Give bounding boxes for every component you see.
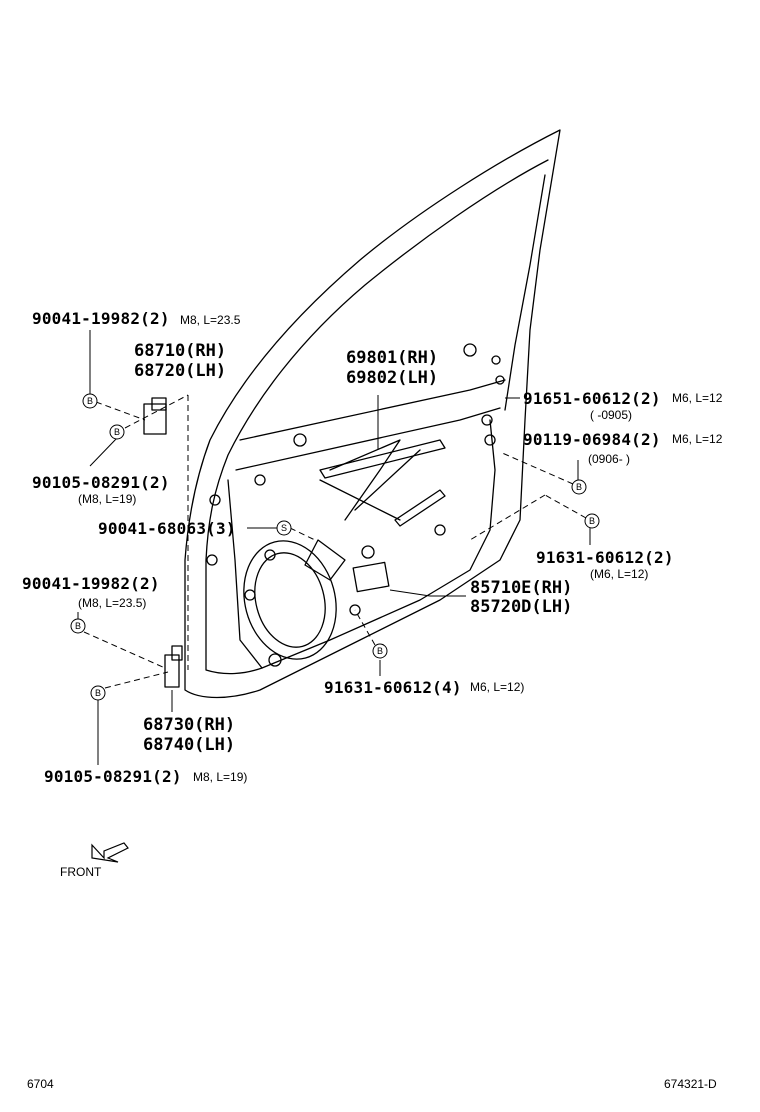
- part-spec-label: (M6, L=12): [590, 567, 649, 581]
- bolt-marker: [584, 513, 600, 529]
- marker-letter: B: [114, 427, 120, 437]
- part-range-label: ( -0905): [590, 408, 633, 422]
- part-number-label: 90105-08291(2): [32, 473, 170, 492]
- part-number-label: 68720(LH): [134, 361, 227, 381]
- marker-letter: S: [281, 523, 287, 533]
- part-number-label: 90041-19982(2): [22, 574, 160, 593]
- marker-letter: B: [589, 516, 595, 526]
- part-spec-label: M8, L=19): [193, 770, 248, 784]
- bolt-marker: [82, 393, 98, 409]
- part-spec-label: (M8, L=23.5): [78, 596, 147, 610]
- regulator-arm: [319, 479, 401, 521]
- window-sash-inner: [504, 174, 546, 411]
- part-spec-label: M6, L=12): [470, 680, 525, 694]
- inner-panel: [227, 419, 496, 669]
- part-number-label: 91651-60612(2): [523, 389, 661, 408]
- part-number-label: 90041-68063(3): [98, 519, 236, 538]
- marker-letter: B: [377, 646, 383, 656]
- part-number-label: 69802(LH): [346, 368, 439, 388]
- illustration-code: 674321-D: [664, 1077, 717, 1091]
- part-number-label: 90041-19982(2): [32, 309, 170, 328]
- front-direction-label: FRONT: [60, 865, 102, 879]
- part-number-label: 68740(LH): [143, 735, 236, 755]
- upper-hinge: [143, 403, 167, 435]
- screw-marker: [276, 520, 292, 536]
- door-frame-inner: [205, 159, 549, 675]
- part-spec-label: M6, L=12: [672, 391, 723, 405]
- marker-letter: B: [576, 482, 582, 492]
- regulator-rail: [319, 439, 446, 479]
- front-arrow-icon: [91, 842, 129, 863]
- part-spec-label: M6, L=12: [672, 432, 723, 446]
- speaker-opening: [243, 540, 337, 660]
- part-number-label: 91631-60612(2): [536, 548, 674, 567]
- marker-letter: B: [75, 621, 81, 631]
- belt-line: [239, 379, 506, 441]
- bolt-marker: [109, 424, 125, 440]
- part-number-label: 85720D(LH): [470, 597, 573, 617]
- part-number-label: 68730(RH): [143, 715, 236, 735]
- part-number-label: 68710(RH): [134, 341, 227, 361]
- regulator-motor: [352, 561, 390, 593]
- marker-letter: B: [95, 688, 101, 698]
- part-number-label: 69801(RH): [346, 348, 439, 368]
- part-spec-label: M8, L=23.5: [180, 313, 241, 327]
- belt-line-2: [235, 407, 501, 471]
- page-number: 6704: [27, 1077, 54, 1091]
- part-number-label: 91631-60612(4): [324, 678, 462, 697]
- part-range-label: (0906- ): [588, 452, 631, 466]
- bolt-marker: [70, 618, 86, 634]
- part-spec-label: (M8, L=19): [78, 492, 137, 506]
- part-number-label: 90119-06984(2): [523, 430, 661, 449]
- bolt-marker: [372, 643, 388, 659]
- door-frame-outline: [184, 129, 561, 699]
- bolt-marker: [90, 685, 106, 701]
- part-number-label: 90105-08291(2): [44, 767, 182, 786]
- part-number-label: 85710E(RH): [470, 578, 573, 598]
- bolt-marker: [571, 479, 587, 495]
- marker-letter: B: [87, 396, 93, 406]
